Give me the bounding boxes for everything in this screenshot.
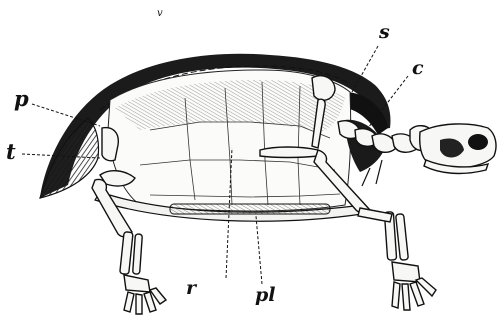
label-c: c [412, 57, 424, 79]
elbow [358, 208, 392, 222]
label-r: r [186, 277, 198, 299]
ulna [396, 214, 409, 261]
coracoid [260, 147, 318, 158]
label-v: v [157, 8, 163, 19]
hind-foot [124, 275, 166, 314]
fore-foot [392, 262, 436, 310]
leader-pl [256, 216, 262, 284]
label-t: t [6, 139, 16, 164]
ilium-bone [102, 128, 118, 161]
plastron-bar [170, 204, 330, 214]
label-pl: pl [255, 284, 276, 306]
label-s: s [378, 21, 390, 43]
label-p: p [14, 86, 29, 111]
fibula [133, 234, 143, 274]
tibia [120, 232, 133, 275]
eye-orbit [468, 134, 488, 150]
neck-and-skull [338, 120, 496, 186]
